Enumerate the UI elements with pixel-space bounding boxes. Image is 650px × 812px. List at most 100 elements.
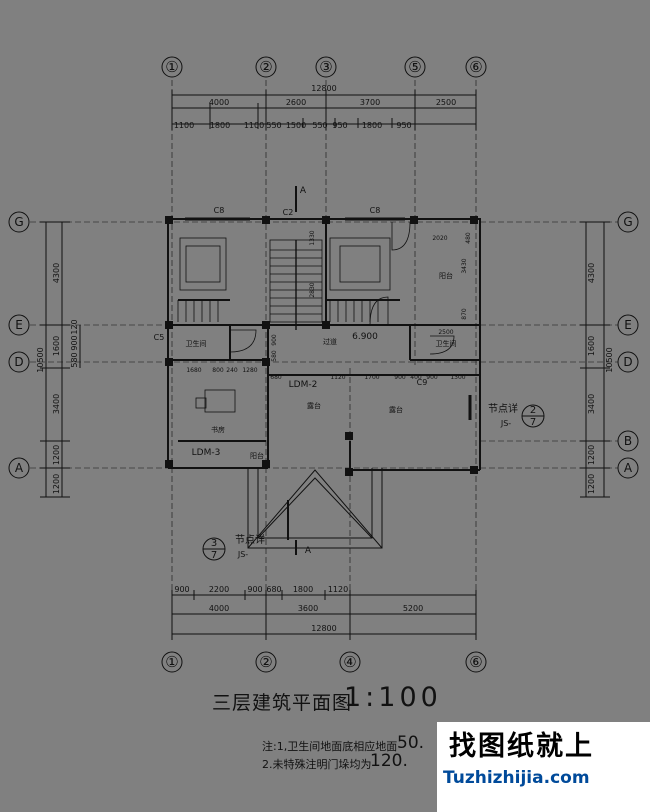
grid-bubbles (8, 56, 639, 673)
dim-top: 1800 (210, 121, 230, 130)
room-label: 露台 (307, 401, 321, 410)
grid-label-right: B (624, 434, 632, 448)
dim-inner: 1330 (309, 230, 316, 245)
dim-bottom: 680 (266, 585, 281, 594)
dim-inner: 1700 (364, 374, 379, 381)
watermark-url: Tuzhizhijia.com (443, 768, 590, 788)
grid-label-left: E (15, 318, 23, 332)
room-label: 露台 (389, 405, 403, 414)
dim-inner: 680 (270, 374, 282, 381)
entrance-canopy (247, 186, 383, 555)
dim-inner: 900 (426, 374, 438, 381)
dim-left: 4300 (52, 263, 61, 283)
grid-label-left: A (15, 461, 24, 475)
dim-total-left: 10500 (36, 347, 45, 372)
dim-left: 1200 (52, 474, 61, 494)
room-label: 过道 (323, 337, 337, 346)
grid-label-top: ③ (319, 58, 332, 76)
dim-bottom: 1120 (328, 585, 348, 594)
grid-label-top: ① (165, 58, 178, 76)
grid-label-top: ⑤ (408, 58, 421, 76)
door-label: LDM-3 (192, 448, 221, 458)
elevation-label: 6.900 (352, 332, 378, 342)
inner-dimensions: 1330 2830 2020 480 3430 870 2500 900 580… (186, 230, 472, 381)
dim-right: 1600 (587, 336, 596, 356)
dim-inner: 900 (394, 374, 406, 381)
columns (165, 216, 478, 476)
window-label: C9 (417, 378, 428, 387)
grid-bubble-labels: ① ② ③ ⑤ ⑥ ① ② ④ ⑥ G E D A G E D B A (14, 58, 633, 671)
dim-right: 1200 (587, 445, 596, 465)
dim-inner: 800 (212, 367, 224, 374)
dim-inner: 3430 (461, 258, 468, 273)
node-detail-sheet: 7 (211, 550, 217, 561)
dim-top: 3700 (360, 98, 380, 107)
furniture (177, 221, 455, 413)
windows (185, 217, 472, 420)
dim-inner: 900 (271, 334, 278, 346)
note-line-1: 注:1,卫生间地面底相应地面 (262, 740, 398, 753)
node-detail-sheet: 7 (530, 417, 536, 428)
dim-inner: 1680 (186, 367, 201, 374)
section-label: A (300, 186, 307, 196)
annotation-labels: C8 C2 C8 C5 C9 LDM-2 LDM-3 6.900 A A 节点详… (154, 186, 537, 561)
dim-bottom: 5200 (403, 604, 423, 613)
node-detail-code: JS- (500, 419, 511, 428)
room-names: 卫生间 书房 阳台 过道 卫生间 露台 露台 阳台 (186, 271, 457, 460)
node-detail-number: 2 (530, 405, 536, 416)
node-detail-label: 节点详 (488, 402, 518, 415)
window-label: C8 (370, 206, 381, 215)
dim-right: 4300 (587, 263, 596, 283)
dim-left: 3400 (52, 394, 61, 414)
dim-left: 580 (70, 352, 79, 367)
dim-total-top: 12800 (311, 84, 336, 93)
grid-label-bottom: ① (165, 653, 178, 671)
grid-label-left: D (14, 355, 23, 369)
grid-label-bottom: ② (259, 653, 272, 671)
drawing-scale: 1:100 (344, 682, 442, 713)
dimension-lines (40, 90, 610, 640)
dim-top: 4000 (209, 98, 229, 107)
dim-total-bottom: 12800 (311, 624, 336, 633)
dim-top: 1100 (244, 121, 264, 130)
room-label: 阳台 (439, 271, 453, 280)
dim-left: 1200 (52, 445, 61, 465)
dim-top: 550 (266, 121, 281, 130)
dim-right: 3400 (587, 394, 596, 414)
top-dimensions: 12800 4000 2600 3700 2500 1100 1800 1100… (174, 84, 456, 130)
grid-label-bottom: ④ (343, 653, 356, 671)
dim-inner: 480 (465, 232, 472, 244)
dim-top: 950 (396, 121, 411, 130)
watermark-chinese: 找图纸就上 (449, 731, 594, 762)
dim-top: 1100 (174, 121, 194, 130)
dim-top: 950 (332, 121, 347, 130)
dim-top: 1800 (362, 121, 382, 130)
dim-inner: 2830 (309, 282, 316, 297)
walls (167, 218, 481, 471)
room-label: 卫生间 (436, 339, 457, 348)
door-label: LDM-2 (289, 380, 318, 390)
dim-inner: 240 (226, 367, 238, 374)
grid-label-left: G (14, 215, 23, 229)
dim-bottom: 4000 (209, 604, 229, 613)
dim-top: 550 (312, 121, 327, 130)
dim-inner: 2020 (432, 235, 447, 242)
dim-top: 2600 (286, 98, 306, 107)
section-label: A (305, 546, 312, 556)
dim-left: 120 (70, 319, 79, 334)
room-label: 书房 (211, 425, 225, 434)
grid-label-right: G (623, 215, 632, 229)
dim-bottom: 2200 (209, 585, 229, 594)
room-label: 卫生间 (186, 339, 207, 348)
grid-label-top: ② (259, 58, 272, 76)
dim-left: 900 (70, 335, 79, 350)
bottom-dimensions: 900 2200 900 680 1800 1120 4000 3600 520… (174, 585, 423, 633)
node-detail-label: 节点详 (235, 533, 265, 546)
dim-left: 1600 (52, 336, 61, 356)
dim-right: 1200 (587, 474, 596, 494)
window-label: C2 (283, 208, 294, 217)
note-line-1-value: 50. (397, 733, 425, 753)
dim-bottom: 900 (247, 585, 262, 594)
dim-inner: 2500 (438, 329, 453, 336)
